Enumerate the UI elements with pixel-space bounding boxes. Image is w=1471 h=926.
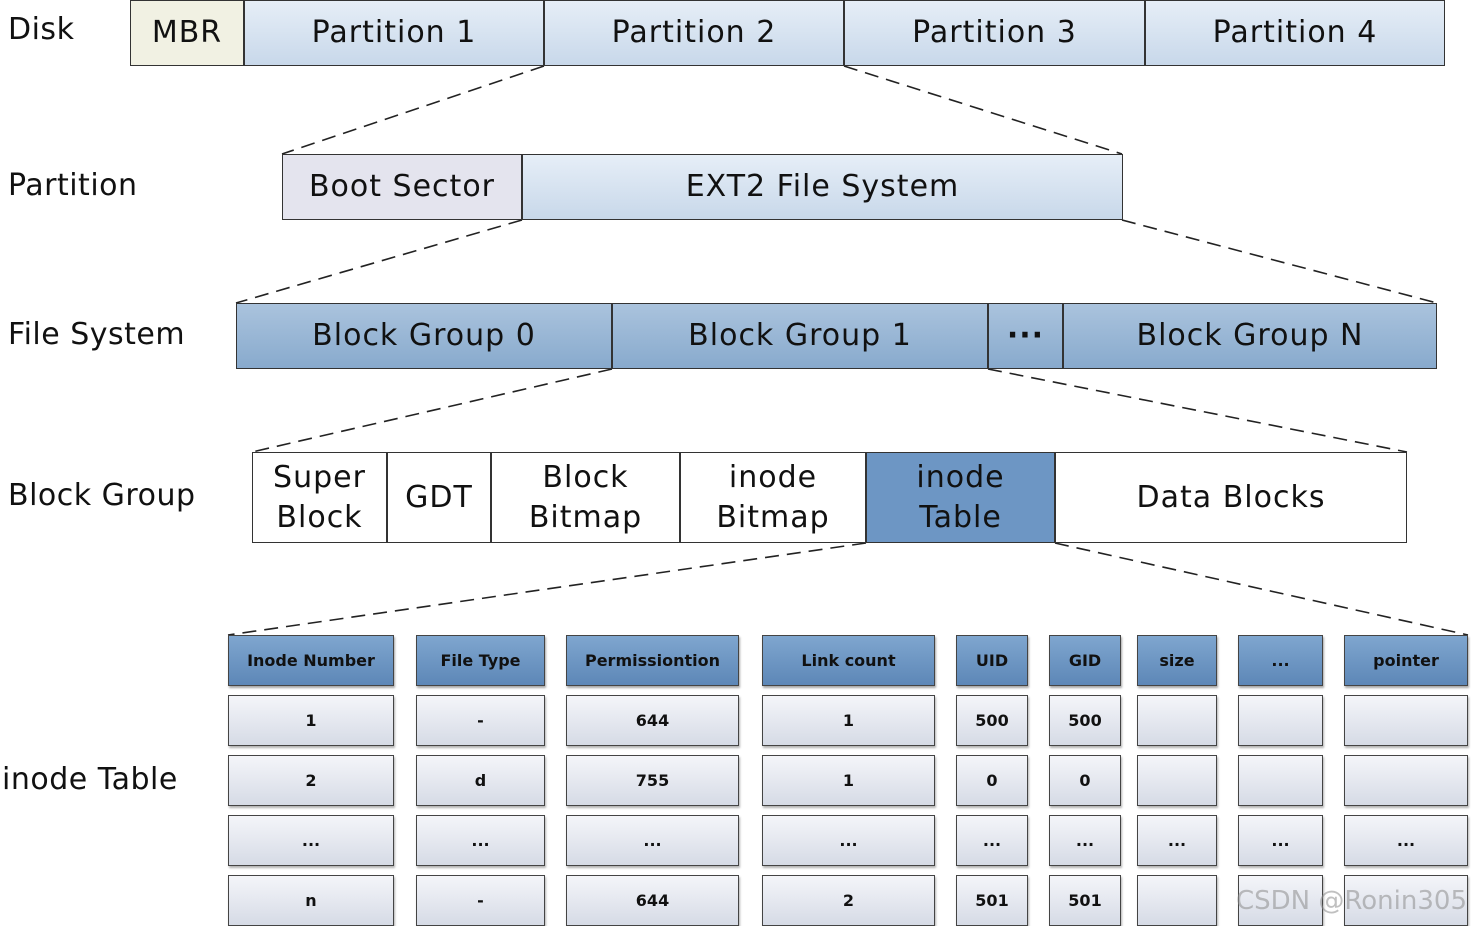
boot-sector-block: Boot Sector [282,154,522,220]
block-group-0: Block Group 0 [236,303,612,369]
super-block: Super Block [252,452,387,543]
inode-cell-inode-number: 2 [228,755,394,806]
inode-cell-file-type: ... [416,815,545,866]
inode-cell-file-type: - [416,695,545,746]
inode-cell-more [1238,695,1323,746]
super-block-line-2: Block [276,499,363,535]
inode-cell-link-count: 2 [762,875,935,926]
row-label-disk: Disk [8,12,75,47]
inode-cell-size [1137,875,1217,926]
inode-header-size: size [1137,635,1217,686]
inode-header-pointer: pointer [1344,635,1468,686]
inode-cell-inode-number: 1 [228,695,394,746]
inode-cell-size [1137,695,1217,746]
inode-cell-uid: ... [956,815,1028,866]
inode-cell-pointer [1344,755,1468,806]
inode-cell-more [1238,875,1323,926]
block-bitmap: Block Bitmap [491,452,680,543]
inode-table-line-1: inode [916,459,1005,495]
ext2-file-system-block: EXT2 File System [522,154,1123,220]
inode-cell-permission: ... [566,815,739,866]
inode-cell-more [1238,755,1323,806]
block-group-n: Block Group N [1063,303,1437,369]
block-group-ellipsis: ··· [988,303,1063,369]
inode-cell-gid: 500 [1049,695,1121,746]
inode-cell-uid: 0 [956,755,1028,806]
inode-bitmap-line-1: inode [728,459,818,495]
inode-cell-link-count: 1 [762,695,935,746]
mbr-block: MBR [130,0,244,66]
inode-cell-permission: 755 [566,755,739,806]
inode-table-block: inode Table [866,452,1055,543]
block-group-1: Block Group 1 [612,303,988,369]
inode-cell-pointer [1344,695,1468,746]
block-bitmap-line-2: Bitmap [528,499,643,535]
inode-header-gid: GID [1049,635,1121,686]
partition-1-block: Partition 1 [244,0,544,66]
inode-cell-permission: 644 [566,695,739,746]
inode-cell-uid: 500 [956,695,1028,746]
inode-header-link-count: Link count [762,635,935,686]
row-label-file-system: File System [8,317,186,352]
inode-bitmap: inode Bitmap [680,452,866,543]
inode-cell-permission: 644 [566,875,739,926]
inode-cell-size: ... [1137,815,1217,866]
super-block-line-1: Super [273,459,366,495]
row-label-block-group: Block Group [8,478,196,513]
inode-header-inode-number: Inode Number [228,635,394,686]
inode-cell-file-type: - [416,875,545,926]
inode-cell-file-type: d [416,755,545,806]
partition-4-block: Partition 4 [1145,0,1445,66]
partition-3-block: Partition 3 [844,0,1145,66]
inode-cell-more: ... [1238,815,1323,866]
gdt-label: GDT [405,479,473,515]
inode-cell-link-count: ... [762,815,935,866]
inode-cell-inode-number: ... [228,815,394,866]
inode-header-uid: UID [956,635,1028,686]
inode-header-more: ... [1238,635,1323,686]
inode-cell-gid: ... [1049,815,1121,866]
data-blocks: Data Blocks [1055,452,1407,543]
inode-header-permission: Permissiontion [566,635,739,686]
data-blocks-label: Data Blocks [1136,479,1326,515]
inode-cell-link-count: 1 [762,755,935,806]
inode-cell-gid: 501 [1049,875,1121,926]
row-label-partition: Partition [8,168,138,203]
inode-cell-size [1137,755,1217,806]
inode-cell-uid: 501 [956,875,1028,926]
gdt-block: GDT [387,452,491,543]
watermark: CSDN @Ronin305 [1235,886,1467,916]
inode-cell-inode-number: n [228,875,394,926]
inode-bitmap-line-2: Bitmap [716,499,830,535]
block-bitmap-line-1: Block [542,459,629,495]
inode-cell-pointer: ... [1344,815,1468,866]
inode-table-line-2: Table [919,499,1002,535]
row-label-inode-table: inode Table [2,762,178,797]
inode-header-file-type: File Type [416,635,545,686]
inode-cell-gid: 0 [1049,755,1121,806]
partition-2-block: Partition 2 [544,0,844,66]
